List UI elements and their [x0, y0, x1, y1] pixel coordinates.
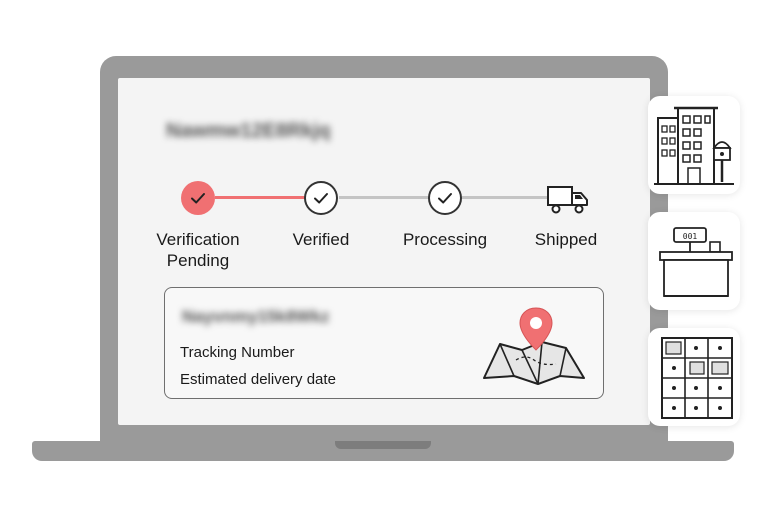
- laptop-notch: [335, 441, 431, 449]
- store-sign-text: 001: [683, 232, 698, 241]
- store-counter-icon: 001: [659, 227, 733, 297]
- step-label-line: Pending: [166, 251, 230, 270]
- progress-line-3: [462, 196, 548, 199]
- delivery-truck-icon: [546, 182, 590, 221]
- step-verification-pending-icon: [181, 181, 215, 215]
- progress-line-1: [215, 196, 305, 199]
- check-icon: [191, 193, 205, 204]
- laptop-base: [32, 441, 734, 461]
- blurred-heading: Nawmw12E8Rkjq: [166, 120, 331, 142]
- step-label-processing: Processing: [402, 230, 488, 249]
- progress-line-2: [339, 196, 430, 199]
- step-label-verified: Verified: [292, 230, 350, 249]
- side-panel-office: [648, 96, 740, 194]
- step-label-verification-pending: Verification Pending: [148, 229, 248, 271]
- step-label-line: Verification: [156, 230, 240, 249]
- side-panel-locker: [648, 328, 740, 426]
- side-panel-store: 001: [648, 212, 740, 310]
- check-icon: [314, 193, 328, 204]
- tracking-number-label: Tracking Number: [180, 344, 295, 361]
- office-building-icon: [654, 106, 734, 185]
- estimated-delivery-label: Estimated delivery date: [180, 371, 336, 388]
- map-location-icon: [480, 304, 590, 391]
- blurred-tracking-value: Nayvnmy15k8Wkz: [182, 307, 330, 326]
- step-processing-icon: [428, 181, 462, 215]
- step-label-shipped: Shipped: [534, 230, 598, 249]
- parcel-locker-icon: [661, 337, 733, 419]
- step-verified-icon: [304, 181, 338, 215]
- check-icon: [438, 193, 452, 204]
